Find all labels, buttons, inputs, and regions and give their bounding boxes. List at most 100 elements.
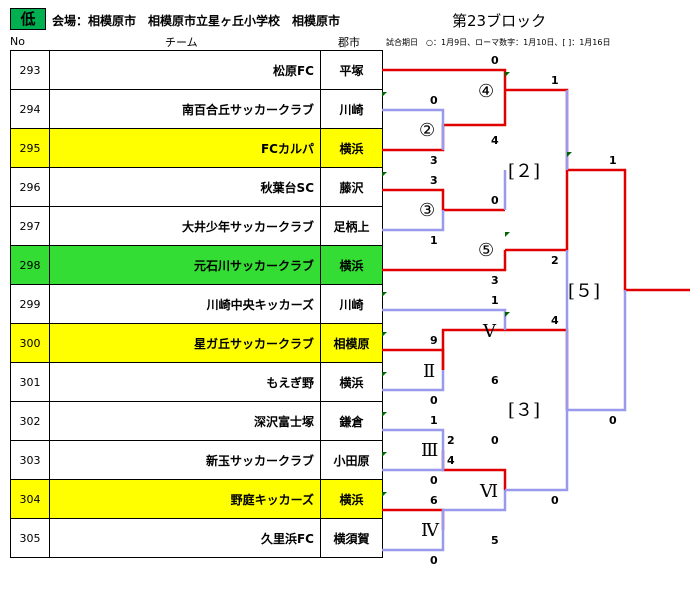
marker-icon xyxy=(382,292,387,297)
match-label: Ⅲ xyxy=(421,440,438,461)
marker-icon xyxy=(382,172,387,177)
bracket-line xyxy=(382,188,505,212)
bracket-line xyxy=(382,68,507,90)
bracket-line xyxy=(382,370,445,392)
marker-icon xyxy=(567,152,572,157)
match-label: ② xyxy=(419,120,435,141)
score-label: 1 xyxy=(609,154,617,167)
score-label: 1 xyxy=(491,294,499,307)
match-label: Ⅵ xyxy=(479,481,498,502)
score-label: 1 xyxy=(430,414,438,427)
team-city: 小田原 xyxy=(320,440,383,480)
bracket-line xyxy=(441,490,507,530)
score-label: 4 xyxy=(447,454,455,467)
team-city: 川崎 xyxy=(320,89,383,129)
score-label: 0 xyxy=(430,394,438,407)
team-city: 川崎 xyxy=(320,284,383,324)
marker-icon xyxy=(382,492,387,497)
marker-group xyxy=(382,72,572,497)
bracket-line xyxy=(505,328,569,410)
score-label: 3 xyxy=(430,154,438,167)
team-number: 294 xyxy=(10,89,50,129)
bracket-line xyxy=(382,108,445,150)
marker-icon xyxy=(505,72,510,77)
column-header-team: チーム xyxy=(165,36,198,49)
team-name: 大井少年サッカークラブ xyxy=(49,206,321,246)
match-label: [２] xyxy=(508,161,540,182)
team-number: 299 xyxy=(10,284,50,324)
team-name: 星ガ丘サッカークラブ xyxy=(49,323,321,363)
bracket-line xyxy=(567,168,690,292)
bracket-line xyxy=(441,328,505,370)
score-label: 0 xyxy=(491,194,499,207)
marker-icon xyxy=(382,412,387,417)
marker-icon xyxy=(382,372,387,377)
team-city: 藤沢 xyxy=(320,167,383,207)
score-label: 1 xyxy=(551,74,559,87)
score-label: 0 xyxy=(430,94,438,107)
team-name: 秋葉台SC xyxy=(49,167,321,207)
venue-label: 会場：相模原市 相模原市立星ヶ丘小学校 相模原市 xyxy=(52,14,341,28)
match-label: Ⅳ xyxy=(421,520,440,541)
team-city: 横浜 xyxy=(320,245,383,285)
category-tag: 低 xyxy=(10,8,46,30)
match-label: [３] xyxy=(508,400,540,421)
score-label: 0 xyxy=(609,414,617,427)
team-name: FCカルパ xyxy=(49,128,321,168)
team-name: もえぎ野 xyxy=(49,362,321,402)
match-label: [５] xyxy=(568,281,600,302)
bracket-line xyxy=(382,210,445,232)
team-number: 295 xyxy=(10,128,50,168)
team-number: 302 xyxy=(10,401,50,441)
marker-icon xyxy=(382,452,387,457)
score-label: 0 xyxy=(551,494,559,507)
match-label: ⑤ xyxy=(478,240,494,261)
team-city: 相模原 xyxy=(320,323,383,363)
score-label: 2 xyxy=(447,434,455,447)
marker-icon xyxy=(505,232,510,237)
team-city: 横浜 xyxy=(320,479,383,519)
match-label: Ⅴ xyxy=(482,321,497,342)
match-label: Ⅱ xyxy=(423,361,435,382)
team-name: 深沢富士塚 xyxy=(49,401,321,441)
marker-icon xyxy=(505,312,510,317)
team-city: 横浜 xyxy=(320,128,383,168)
match-label: ③ xyxy=(419,200,435,221)
score-label: 2 xyxy=(551,254,559,267)
score-label: 4 xyxy=(551,314,559,327)
team-city: 鎌倉 xyxy=(320,401,383,441)
bracket-line xyxy=(505,410,569,492)
score-label: 0 xyxy=(430,554,438,567)
score-label: 4 xyxy=(491,134,499,147)
column-header-no: No xyxy=(10,35,25,48)
marker-icon xyxy=(382,332,387,337)
score-label: 0 xyxy=(491,434,499,447)
score-label: 0 xyxy=(491,54,499,67)
block-title: 第23ブロック xyxy=(452,12,547,30)
marker-icon xyxy=(382,92,387,97)
bracket-line xyxy=(382,530,445,552)
bracket-line xyxy=(382,428,445,450)
score-label: 0 xyxy=(430,474,438,487)
score-label: 6 xyxy=(430,494,438,507)
match-label: ④ xyxy=(478,81,494,102)
score-label: 3 xyxy=(430,174,438,187)
team-number: 300 xyxy=(10,323,50,363)
score-label: 9 xyxy=(430,334,438,347)
score-label: 6 xyxy=(491,374,499,387)
score-label: 1 xyxy=(430,234,438,247)
score-label: 3 xyxy=(491,274,499,287)
team-name: 元石川サッカークラブ xyxy=(49,245,321,285)
